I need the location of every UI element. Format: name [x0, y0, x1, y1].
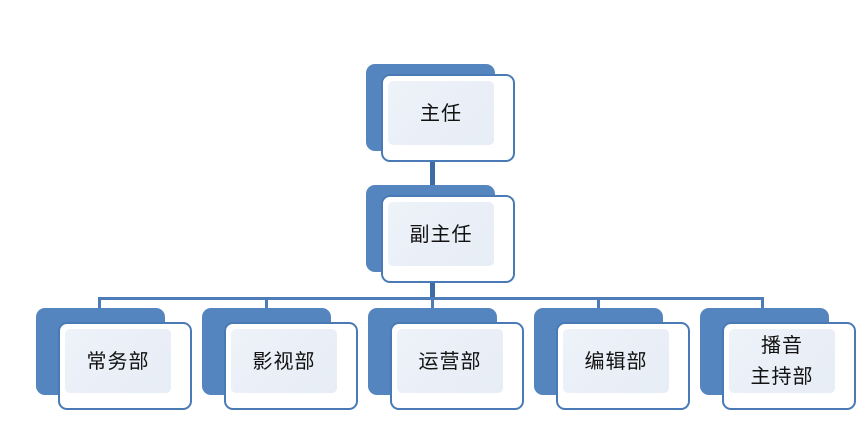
node-director-card: 主任	[381, 74, 515, 162]
node-department-3-label: 运营部	[418, 348, 482, 373]
node-department-3[interactable]: 运营部	[368, 308, 528, 413]
node-department-1-card: 常务部	[58, 322, 192, 410]
node-deputy-director-label: 副主任	[409, 221, 473, 246]
node-deputy-director[interactable]: 副主任	[366, 185, 516, 285]
node-department-4[interactable]: 编辑部	[534, 308, 694, 413]
connector-director-to-deputy	[430, 158, 435, 187]
connector-stub-dept-2	[265, 297, 268, 309]
node-department-3-panel: 运营部	[397, 329, 503, 393]
connector-stub-dept-5	[761, 297, 764, 309]
node-director[interactable]: 主任	[366, 64, 516, 164]
node-department-2-panel: 影视部	[231, 329, 337, 393]
node-department-4-panel: 编辑部	[563, 329, 669, 393]
node-department-1-label: 常务部	[86, 348, 150, 373]
node-department-4-card: 编辑部	[556, 322, 690, 410]
node-deputy-director-panel: 副主任	[388, 202, 494, 266]
node-deputy-director-card: 副主任	[381, 195, 515, 283]
node-department-2-card: 影视部	[224, 322, 358, 410]
node-director-label: 主任	[420, 100, 462, 125]
node-department-5[interactable]: 播音 主持部	[700, 308, 860, 413]
connector-stub-dept-3	[431, 297, 434, 309]
node-department-2[interactable]: 影视部	[202, 308, 362, 413]
connector-stub-dept-1	[98, 297, 101, 309]
node-department-5-label: 播音 主持部	[750, 333, 814, 388]
node-department-4-label: 编辑部	[584, 348, 648, 373]
node-department-1[interactable]: 常务部	[36, 308, 196, 413]
node-department-1-panel: 常务部	[65, 329, 171, 393]
node-director-panel: 主任	[388, 81, 494, 145]
node-department-2-label: 影视部	[252, 348, 316, 373]
node-department-5-panel: 播音 主持部	[729, 329, 835, 393]
node-department-5-card: 播音 主持部	[722, 322, 856, 410]
node-department-3-card: 运营部	[390, 322, 524, 410]
connector-stub-dept-4	[597, 297, 600, 309]
connector-deputy-to-bus	[430, 277, 435, 300]
